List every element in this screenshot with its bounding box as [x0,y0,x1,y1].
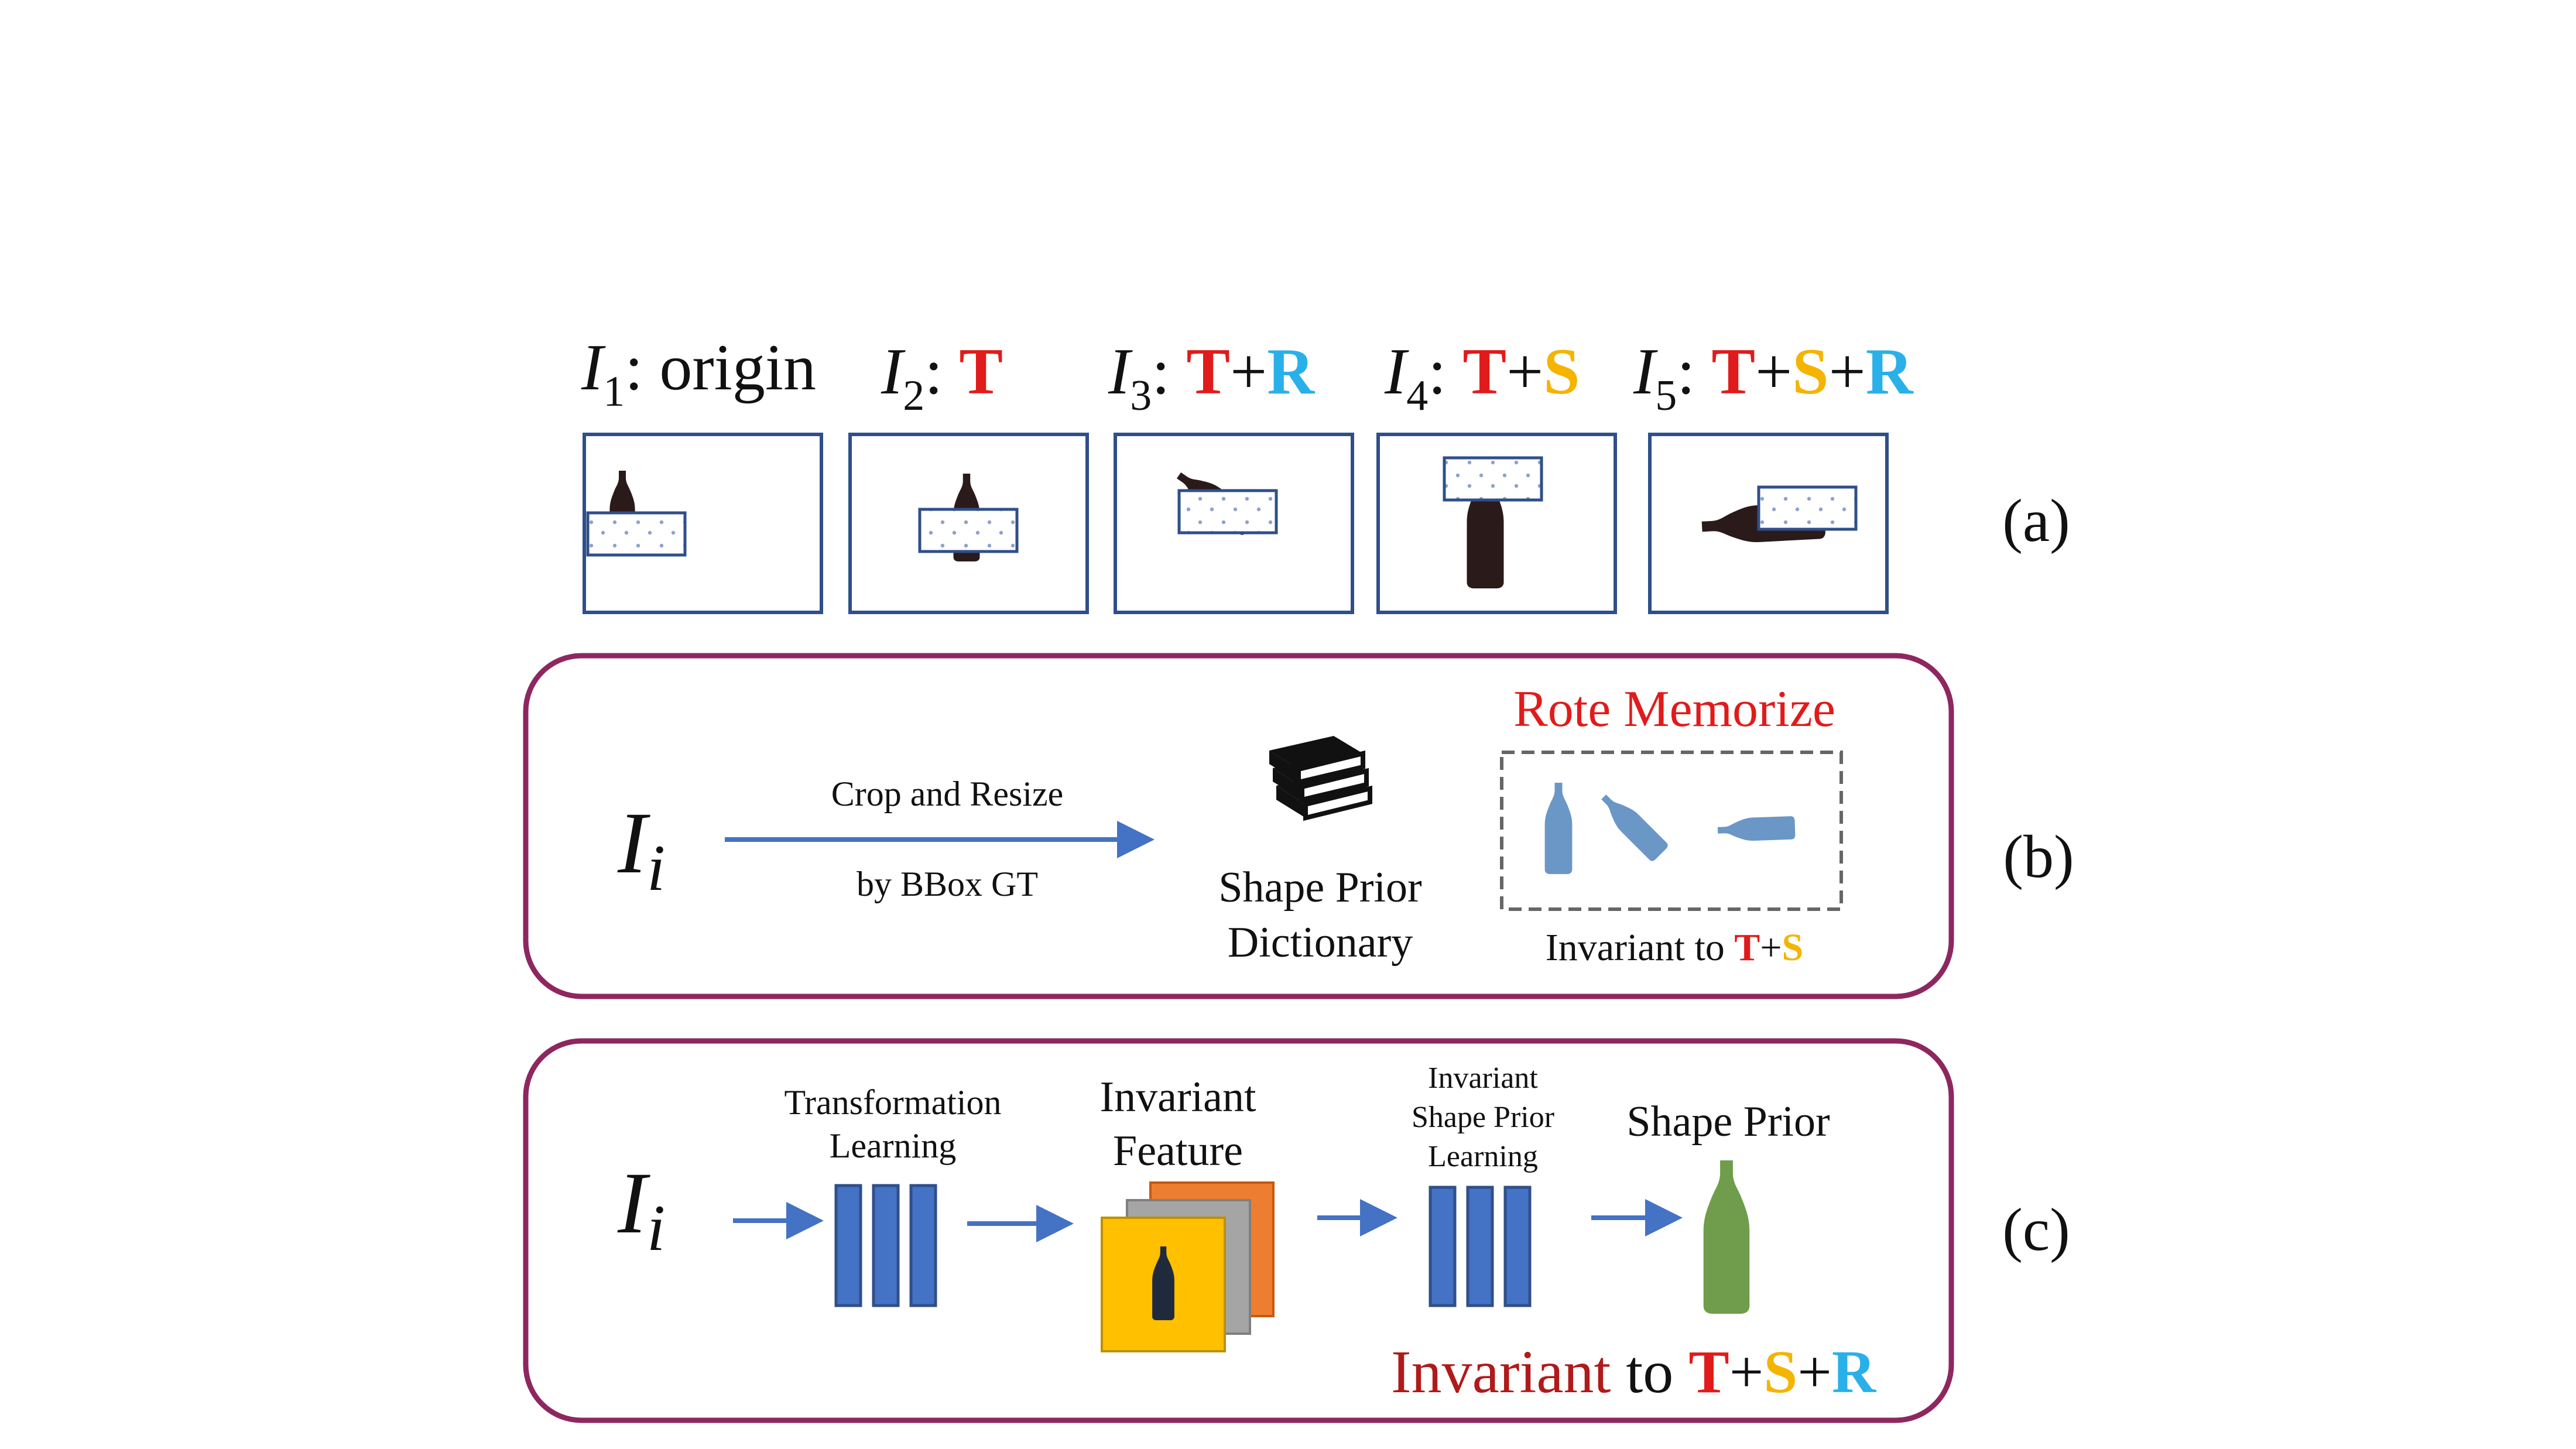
occlusion-box [1177,489,1278,535]
transformation-network-layers [834,1184,937,1307]
feature-map-stack [1101,1181,1275,1352]
rote-memorize-label: Rote Memorize [1513,681,1835,738]
image-5-label: I5: T+S+R [1633,335,1914,420]
isp-learning-line2: Shape Prior [1412,1101,1554,1134]
isp-learning-line1: Invariant [1428,1061,1538,1095]
image-2-label: I2: T [881,335,1003,420]
image-1-label: I1: origin [581,331,816,416]
invariant-tsr-label: Invariant to T+S+R [1391,1338,1877,1406]
transformation-learning-line1: Transformation [784,1083,1001,1122]
invariant-ts-label: Invariant to T+S [1546,926,1804,969]
panel-b: Ii Crop and Resize by BBox GT Shape Prio… [523,653,2074,999]
occlusion-box [918,508,1019,553]
memorized-shapes-box [1500,751,1843,911]
shape-prior-label: Shape Prior [1626,1098,1830,1146]
panel-b-frame [523,653,1954,999]
occlusion-box [586,511,687,557]
occlusion-box [1757,485,1858,531]
image-4-label: I4: T+S [1384,335,1580,420]
dictionary-label-line2: Dictionary [1228,919,1413,967]
books-icon [1269,736,1372,821]
panel-c-tag: (c) [2002,1196,2070,1263]
occlusion-box [1443,456,1543,502]
panel-b-input-symbol: Ii [617,794,665,905]
shape-prior-network-layers [1429,1186,1532,1307]
panel-c-input-symbol: Ii [617,1155,665,1265]
image-3-label: I3: T+R [1108,335,1315,420]
crop-resize-label: Crop and Resize [831,775,1064,813]
invariant-feature-line2: Feature [1113,1127,1243,1175]
panel-c: Ii Transformation Learning Invariant Fea… [523,1038,2070,1423]
transformation-learning-line2: Learning [830,1126,957,1165]
bbox-gt-label: by BBox GT [857,865,1038,903]
panel-a: I1: origin I2: T I3: T+R I4: T+S I5: T+S… [581,331,2070,614]
panel-b-tag: (b) [2003,823,2074,890]
panel-a-tag: (a) [2002,487,2070,554]
isp-learning-line3: Learning [1428,1140,1538,1173]
invariant-feature-line1: Invariant [1099,1073,1256,1121]
dictionary-label-line1: Shape Prior [1218,864,1421,912]
